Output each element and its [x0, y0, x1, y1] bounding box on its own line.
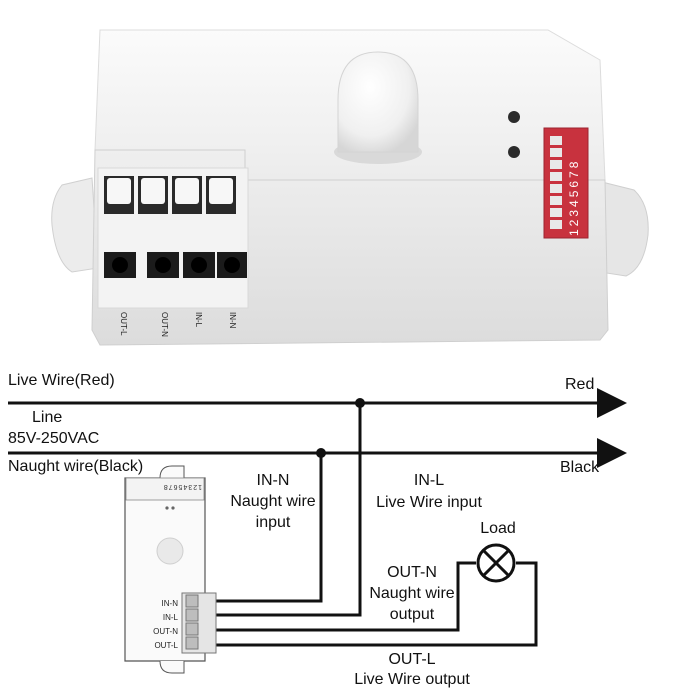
module-dome-icon [156, 537, 184, 565]
in-n-line1: Naught wire [230, 493, 315, 510]
terminal-buttons [104, 176, 236, 214]
sensor-photo: OUT-L OUT-N IN-L IN-N 12345678 [51, 29, 649, 346]
photo-label-out-l: OUT-L [119, 312, 128, 336]
out-n-line2: output [390, 606, 435, 623]
module-label-out-n: OUT-N [153, 627, 178, 636]
out-l-wire [213, 561, 538, 647]
out-l-line1: Live Wire output [354, 671, 470, 688]
load-lamp-icon [476, 543, 516, 583]
in-n-line2: input [256, 514, 291, 531]
black-label: Black [560, 459, 600, 476]
sensor-module-drawing: 12345678 IN-N IN-L OUT-N OUT-L [124, 465, 217, 674]
red-label: Red [565, 376, 594, 393]
photo-label-in-l: IN-L [194, 312, 203, 328]
in-l-title: IN-L [414, 472, 444, 489]
terminal-holes [104, 252, 247, 278]
out-n-wire [213, 561, 476, 632]
photo-label-in-n: IN-N [228, 312, 237, 329]
out-l-title: OUT-L [388, 651, 435, 668]
led-indicator-top [508, 111, 520, 123]
photo-terminal-labels: OUT-L OUT-N IN-L IN-N [119, 312, 237, 337]
load-label: Load [480, 520, 516, 537]
dip-switch-numbers: 12345678 [567, 159, 581, 236]
in-n-annotation: IN-N Naught wire input [230, 472, 315, 531]
dip-switch: 12345678 [543, 127, 589, 239]
out-l-annotation: OUT-L Live Wire output [354, 651, 470, 688]
in-n-title: IN-N [257, 472, 290, 489]
wiring-diagram: 12345678 IN-N IN-L OUT-N OUT-L Live Wire… [8, 372, 627, 688]
in-l-wire [213, 403, 362, 617]
module-label-out-l: OUT-L [154, 641, 178, 650]
live-wire-label: Live Wire(Red) [8, 372, 115, 389]
module-label-in-n: IN-N [162, 599, 179, 608]
out-n-title: OUT-N [387, 564, 437, 581]
out-n-annotation: OUT-N Naught wire output [369, 564, 454, 623]
line-label: Line [32, 409, 62, 426]
out-n-line1: Naught wire [369, 585, 454, 602]
module-dip-numbers: 12345678 [163, 483, 202, 490]
led-indicator-bottom [508, 146, 520, 158]
voltage-label: 85V-250VAC [8, 430, 99, 447]
sensor-dome [334, 51, 422, 164]
photo-label-out-n: OUT-N [160, 312, 169, 337]
in-n-wire [213, 453, 323, 603]
mounting-ear-left [51, 177, 99, 273]
in-l-annotation: IN-L Live Wire input [376, 472, 482, 511]
neutral-wire-label: Naught wire(Black) [8, 458, 143, 475]
module-label-in-l: IN-L [163, 613, 179, 622]
in-l-line1: Live Wire input [376, 494, 482, 511]
mounting-ear-right [599, 181, 649, 277]
